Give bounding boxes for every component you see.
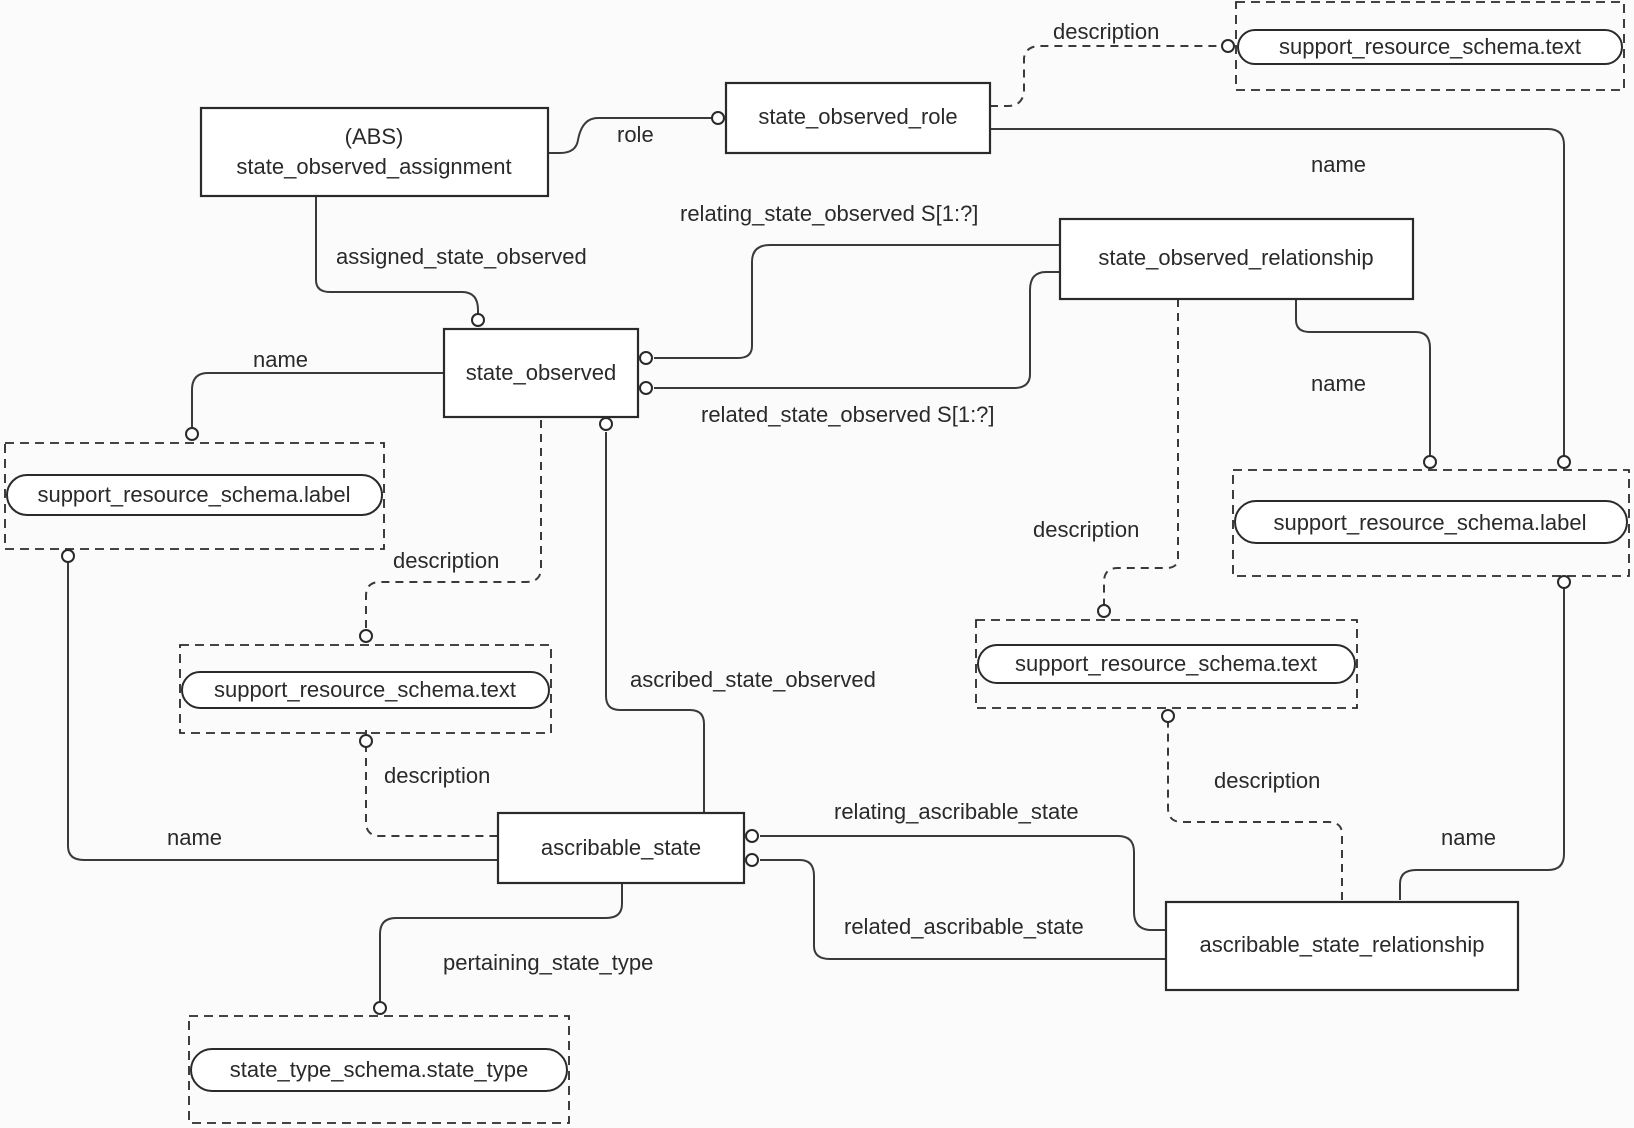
entity-label: state_observed_relationship [1098,245,1373,270]
connector-name-role [990,128,1565,456]
entity-label: ascribable_state_relationship [1200,932,1485,957]
external-type-text-center-right[interactable]: support_resource_schema.text [975,619,1358,709]
circle-terminator [1097,604,1111,618]
relation-label-related-state-observed: related_state_observed S[1:?] [701,402,995,427]
relation-label-name: name [167,825,222,850]
relation-label-relating-state-observed: relating_state_observed S[1:?] [680,201,978,226]
connector-relating-ascribable-state [760,835,1166,931]
entity-label: state_observed [466,360,616,385]
relation-label-description: description [1033,517,1139,542]
external-type-label: support_resource_schema.label [37,482,350,507]
circle-terminator [745,853,759,867]
circle-terminator [639,351,653,365]
external-type-label: support_resource_schema.label [1273,510,1586,535]
cardinality-circles [61,39,1571,1015]
connector-name-state-observed [191,372,444,428]
relation-label-description: description [393,548,499,573]
relation-label-assigned-state-observed: assigned_state_observed [336,244,587,269]
relation-label-name: name [1441,825,1496,850]
circle-terminator [359,734,373,748]
relation-label-description: description [1214,768,1320,793]
entity-ascribable-state-relationship[interactable]: ascribable_state_relationship [1164,900,1520,992]
circle-terminator [639,381,653,395]
connector-name-ascribable [67,556,498,861]
entity-label: state_observed_role [758,104,957,129]
relation-label-related-ascribable-state: related_ascribable_state [844,914,1084,939]
connector-description-asr [1167,716,1343,900]
external-type-label: support_resource_schema.text [1015,651,1317,676]
circle-terminator [1557,455,1571,469]
external-type-label-left[interactable]: support_resource_schema.label [4,442,385,550]
circle-terminator [599,417,613,431]
relation-label-description: description [384,763,490,788]
entity-state-observed-relationship[interactable]: state_observed_relationship [1058,217,1415,301]
connector-description-state-observed [365,420,542,630]
connectors [67,45,1565,1008]
external-type-label-right[interactable]: support_resource_schema.label [1232,469,1630,577]
circle-terminator [1423,455,1437,469]
entity-prefix: (ABS) [345,124,404,149]
relation-labels: role description name assigned_state_obs… [167,19,1496,975]
relation-label-description: description [1053,19,1159,44]
external-type-label: state_type_schema.state_type [230,1057,528,1082]
connector-pertaining-state-type [379,884,623,1008]
circle-terminator [359,629,373,643]
external-type-text-top-right[interactable]: support_resource_schema.text [1235,1,1625,91]
external-type-state-type[interactable]: state_type_schema.state_type [188,1015,570,1124]
relation-label-ascribed-state-observed: ascribed_state_observed [630,667,876,692]
entity-state-observed[interactable]: state_observed [442,327,640,419]
connector-related-state-observed [654,271,1060,389]
circle-terminator [471,313,485,327]
entity-ascribable-state[interactable]: ascribable_state [496,811,746,885]
external-type-text-center-left[interactable]: support_resource_schema.text [179,644,552,734]
connector-relating-state-observed [654,244,1060,359]
connector-name-relationship [1295,299,1431,456]
circle-terminator [1557,575,1571,589]
connector-assigned-state-observed [315,196,479,316]
connector-name-asr [1399,584,1565,900]
circle-terminator [61,549,75,563]
connector-role [548,117,712,154]
connector-description-ascribable [365,730,498,837]
entity-state-observed-assignment[interactable]: (ABS) state_observed_assignment [199,106,550,198]
relation-label-name: name [1311,152,1366,177]
relation-label-pertaining-state-type: pertaining_state_type [443,950,653,975]
relation-label-name: name [1311,371,1366,396]
circle-terminator [1221,39,1235,53]
circle-terminator [185,427,199,441]
entity-label: ascribable_state [541,835,701,860]
circle-terminator [711,111,725,125]
external-type-label: support_resource_schema.text [1279,34,1581,59]
connector-description-relationship [1103,299,1179,605]
circle-terminator [745,829,759,843]
connector-related-ascribable-state [760,859,1166,960]
relation-label-relating-ascribable-state: relating_ascribable_state [834,799,1079,824]
entity-state-observed-role[interactable]: state_observed_role [724,81,992,155]
relation-label-role: role [617,122,654,147]
connector-description-role [990,45,1222,107]
connector-ascribed-state-observed [605,432,705,814]
circle-terminator [1161,709,1175,723]
entity-label: state_observed_assignment [236,154,511,179]
circle-terminator [373,1001,387,1015]
external-type-label: support_resource_schema.text [214,677,516,702]
relation-label-name: name [253,347,308,372]
